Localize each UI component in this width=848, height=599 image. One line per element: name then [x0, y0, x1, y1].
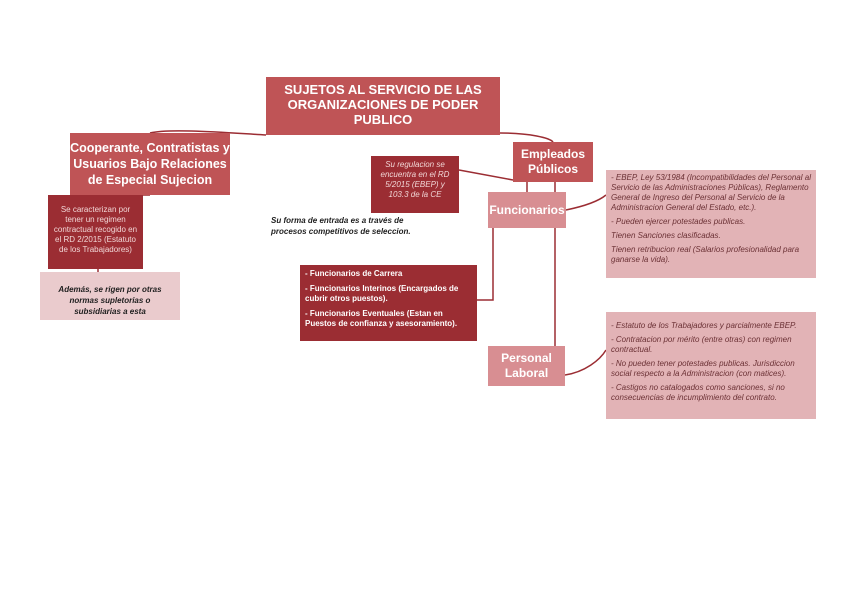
- connector-title-empleados: [499, 132, 554, 143]
- regulacion-node: Su regulacion se encuentra en el RD 5/20…: [371, 156, 459, 213]
- main-title: SUJETOS AL SERVICIO DE LAS ORGANIZACIONE…: [266, 77, 500, 135]
- cooperante-node: Cooperante, Contratistas y Usuarios Bajo…: [70, 133, 230, 195]
- connector-funcionarios-tipos: [477, 228, 494, 301]
- laboral-item: - Estatuto de los Trabajadores y parcial…: [611, 321, 797, 330]
- personal-laboral-node: Personal Laboral: [488, 346, 565, 386]
- empleados-publicos-node: Empleados Públicos: [513, 142, 593, 182]
- caracterizan-node: Se caracterizan por tener un regimen con…: [48, 195, 143, 269]
- estatuto-node: - Estatuto de los Trabajadores y parcial…: [606, 312, 816, 419]
- ebep-item: - Pueden ejercer potestades publicas.: [611, 217, 746, 226]
- laboral-item: - Castigos no catalogados como sanciones…: [611, 383, 785, 402]
- tipo-item: - Funcionarios Interinos (Encargados de …: [305, 284, 459, 303]
- connector-funcionarios-ebep: [565, 194, 607, 211]
- tipo-item: - Funcionarios Eventuales (Estan en Pues…: [305, 309, 458, 328]
- ebep-node: - EBEP, Ley 53/1984 (Incompatibilidades …: [606, 170, 816, 278]
- funcionarios-node: Funcionarios: [488, 192, 566, 228]
- ebep-item: - EBEP, Ley 53/1984 (Incompatibilidades …: [611, 173, 811, 212]
- connector-regulacion-empleados: [458, 169, 514, 181]
- forma-entrada-note: Su forma de entrada es a través de proce…: [271, 216, 411, 236]
- ebep-item: Tienen retribucion real (Salarios profes…: [611, 245, 800, 264]
- ebep-item: Tienen Sanciones clasificadas.: [611, 231, 721, 240]
- tipos-funcionarios-node: - Funcionarios de Carrera - Funcionarios…: [300, 265, 477, 341]
- ademas-node: Además, se rigen por otras normas suplet…: [40, 272, 180, 320]
- laboral-item: - Contratacion por mérito (entre otras) …: [611, 335, 792, 354]
- tipo-item: - Funcionarios de Carrera: [305, 269, 403, 278]
- laboral-item: - No pueden tener potestades publicas. J…: [611, 359, 795, 378]
- connector-personal-estatuto: [564, 349, 607, 376]
- connector-title-cooperante: [149, 130, 267, 136]
